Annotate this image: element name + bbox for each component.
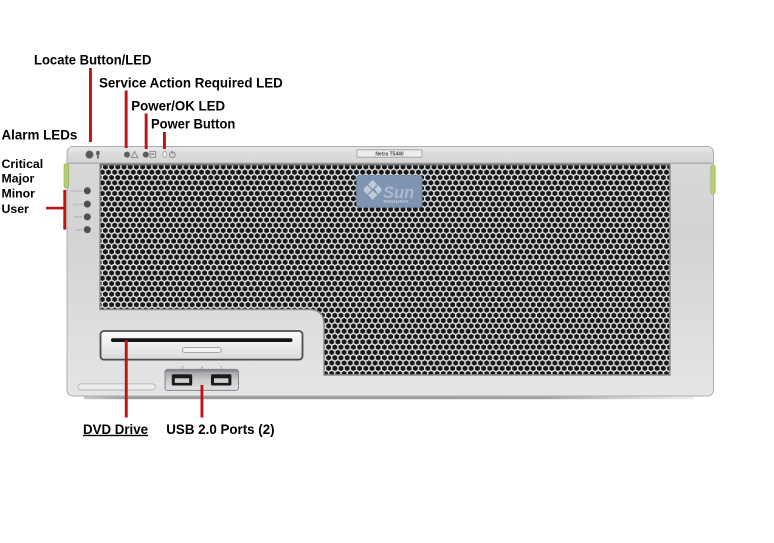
svg-text:USER: USER	[75, 228, 83, 232]
svg-text:⌀: ⌀	[201, 365, 203, 369]
svg-text:User: User	[2, 202, 30, 216]
svg-text:Locate Button/LED: Locate Button/LED	[34, 53, 151, 68]
svg-text:Major: Major	[2, 172, 35, 186]
svg-text:MINOR: MINOR	[74, 215, 83, 219]
svg-text:MAJOR: MAJOR	[73, 202, 82, 206]
svg-text:Critical: Critical	[2, 157, 44, 171]
svg-text:Service Action Required LED: Service Action Required LED	[99, 75, 283, 90]
svg-text:0: 0	[182, 365, 184, 369]
svg-text:Minor: Minor	[2, 186, 36, 200]
svg-text:Alarm LEDs: Alarm LEDs	[2, 127, 78, 142]
svg-text:Power Button: Power Button	[151, 117, 235, 132]
svg-text:Sun: Sun	[383, 184, 414, 202]
svg-text:microsystems: microsystems	[384, 199, 409, 203]
svg-text:CRITICAL: CRITICAL	[70, 189, 83, 193]
svg-text:Netra T5440: Netra T5440	[375, 152, 404, 158]
svg-text:1: 1	[221, 365, 223, 369]
svg-text:USB 2.0 Ports (2): USB 2.0 Ports (2)	[166, 422, 274, 437]
svg-text:Power/OK LED: Power/OK LED	[131, 98, 225, 113]
svg-text:DVD Drive: DVD Drive	[83, 422, 148, 437]
